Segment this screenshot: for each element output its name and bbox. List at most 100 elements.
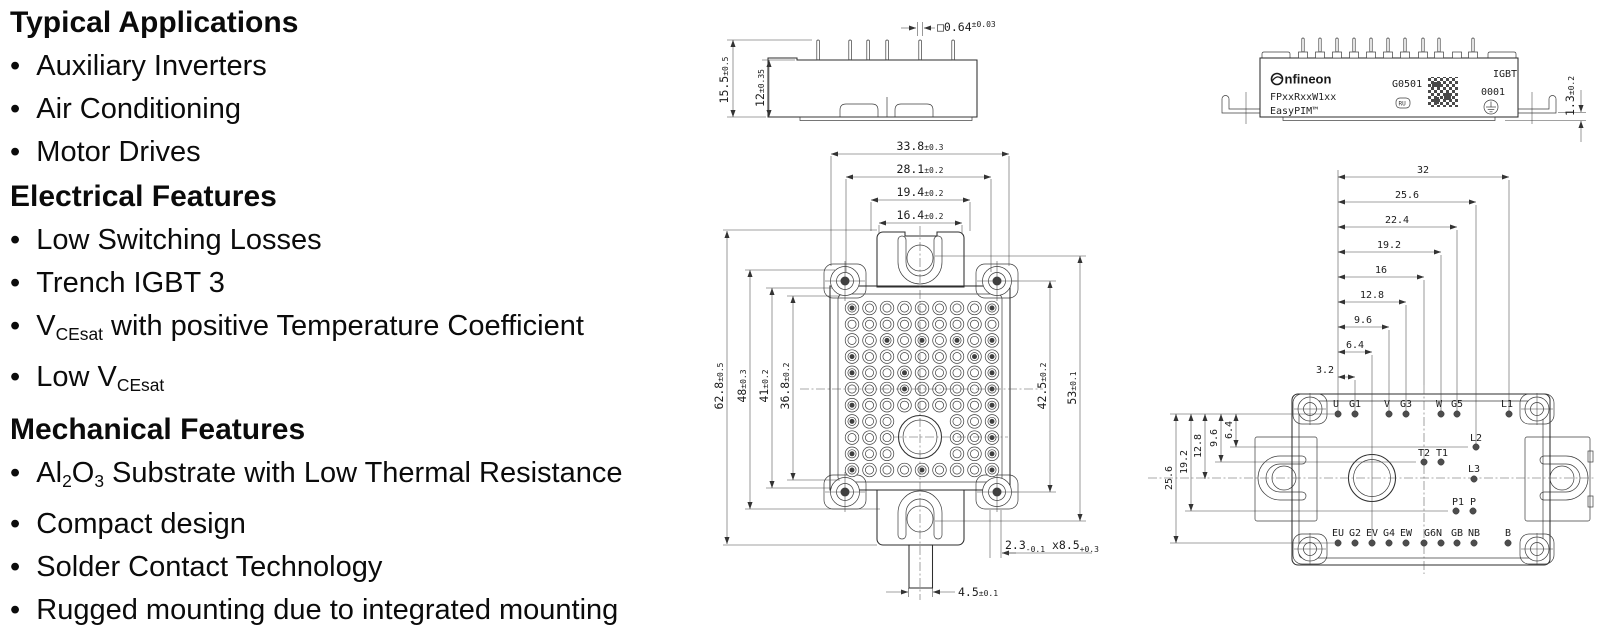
feature-item: Rugged mounting due to integrated mounti… [10,589,700,632]
pin-dot [1437,410,1445,418]
pin-label-l2: L2 [1470,433,1482,444]
feature-item: Low VCEsat [10,356,700,407]
feature-item: Auxiliary Inverters [10,45,700,88]
ul-mark-icon: RU [1395,97,1411,109]
pin-label-g5: G5 [1451,399,1463,410]
corner-holes [825,261,1017,512]
pin-label-t2t1: T2 T1 [1418,448,1448,459]
pin-dot [1402,539,1410,547]
feature-item: Al2O3 Substrate with Low Thermal Resista… [10,452,700,503]
datamatrix-code-icon [1428,77,1458,107]
module-body-outline [767,57,978,121]
module-label-side-view-drawing: nfineon FPxxRxxW1xx EasyPIM™ G0501 RU IG… [1221,37,1586,142]
pin-label-g3: G3 [1400,399,1412,410]
feature-item: Air Conditioning [10,88,700,131]
module-side-view-drawing: □0.64±0.03 15.5±0.5 12±0.35 [717,20,996,121]
pin-dot [1470,475,1478,483]
dimension-lines [723,151,1092,597]
pin-dot [1505,410,1513,418]
module-body-outline [1259,51,1519,121]
hdim-9-6: 9.6 [1354,315,1372,326]
features-panel: Typical ApplicationsAuxiliary InvertersA… [10,0,700,632]
dim-1-3: 1.3±0.2 [1563,76,1577,116]
dim-62-8: 62.8±0.5 [712,362,726,409]
pin-label-w: W [1436,399,1443,410]
dim-slot: 2.3-0.1 x8.5+0.3 [1005,538,1099,554]
hdim-16: 16 [1375,265,1387,276]
module-top-view-drawing: 33.8±0.3 28.1±0.2 19.4±0.2 16.4±0.2 62.8… [712,140,1099,600]
pin-label-eu: EU [1332,528,1344,539]
pin-dot [1351,539,1359,547]
pin-dots [1334,410,1513,547]
pin-label-g2: G2 [1349,528,1361,539]
pin-dot [1334,539,1342,547]
pin-label-v: V [1384,399,1390,410]
dim-48: 48±0.3 [735,369,749,402]
features-list: Typical ApplicationsAuxiliary InvertersA… [10,0,700,632]
hdim-12-8: 12.8 [1360,290,1384,301]
pin-dot [1470,539,1478,547]
dim-53: 53±0.1 [1065,371,1079,404]
corner-holes [1294,393,1553,565]
module-pins [1298,37,1478,59]
dim-19-4: 19.4±0.2 [897,185,944,199]
dim-body-height: 12±0.35 [753,69,767,107]
date-code: G0501 [1392,79,1422,90]
pin-dot [1420,458,1428,466]
brand-text: nfineon [1285,72,1332,87]
earth-ground-symbol-icon [1483,99,1499,115]
pin-label-u: U [1333,399,1339,410]
feature-item: Compact design [10,503,700,546]
pin-label-g4: G4 [1383,528,1395,539]
feature-item: Trench IGBT 3 [10,262,700,305]
feature-item: Motor Drives [10,131,700,174]
vdim-12-8: 12.8 [1193,434,1204,458]
pin-label-ew: EW [1400,528,1413,539]
pin-dot [1469,507,1477,515]
dim-33-8: 33.8±0.3 [897,140,944,153]
module-pins [816,39,955,61]
pin-dot [1385,410,1393,418]
feature-section-title: Electrical Features [10,180,277,213]
dimension-lines [1505,90,1586,142]
pin-label-p1p: P1 P [1452,497,1476,508]
pin-dot [1437,539,1445,547]
feature-item: Solder Contact Technology [10,546,700,589]
dim-41: 41±0.2 [757,369,771,402]
dim-28-1: 28.1±0.2 [897,162,944,176]
module-label: nfineon FPxxRxxW1xx EasyPIM™ G0501 RU IG… [1270,69,1517,117]
hdim-3-2: 3.2 [1316,365,1334,376]
pin-label-g1: G1 [1349,399,1361,410]
feature-section-title: Mechanical Features [10,412,306,446]
vdim-9-6: 9.6 [1209,429,1220,447]
hdim-6-4: 6.4 [1346,340,1364,351]
feature-item: Low Switching Losses [10,219,700,262]
hdim-32: 32 [1417,165,1429,176]
pin-dot [1385,539,1393,547]
pin-dot [1368,539,1376,547]
vdim-6-4: 6.4 [1224,421,1235,439]
dim-total-height: 15.5±0.5 [717,56,731,103]
hdim-25-6: 25.6 [1395,190,1419,201]
pin-label-gb: GB [1451,528,1463,539]
pin-dot [1453,539,1461,547]
mounting-legs [1221,92,1557,124]
part-number: FPxxRxxW1xx [1270,92,1336,103]
dimension-lines [727,22,935,118]
dimension-extension-lines [1170,170,1510,544]
pin-dot [1402,410,1410,418]
dim-42-5: 42.5±0.2 [1035,362,1049,409]
dim-36-8: 36.8±0.2 [778,362,792,409]
pin-label-ev: EV [1366,528,1378,539]
module-outline [1291,393,1551,566]
family-name: EasyPIM™ [1270,106,1318,117]
centerlines [800,226,1043,600]
serial-text: 0001 [1481,87,1505,98]
dim-pin-square: □0.64±0.03 [937,20,996,34]
infineon-logo-icon [1270,72,1284,86]
svg-text:RU: RU [1399,101,1407,108]
hdim-19-2: 19.2 [1377,240,1401,251]
vdim-25-6: 25.6 [1164,466,1175,490]
dim-16-4: 16.4±0.2 [897,208,944,222]
pin-label-g6n: G6N [1424,528,1442,539]
